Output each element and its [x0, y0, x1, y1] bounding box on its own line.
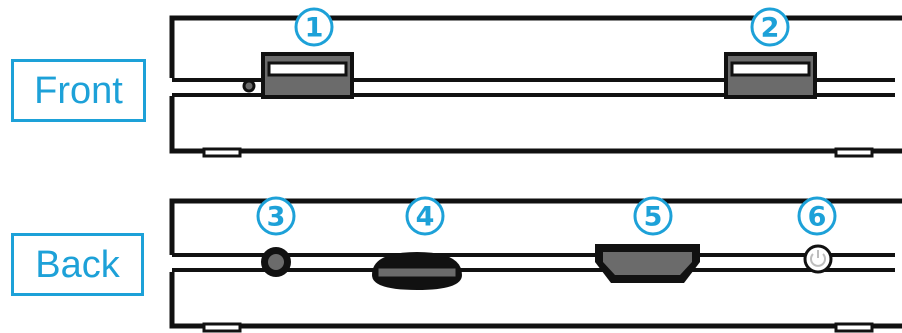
- front-panel-bottom: [169, 96, 902, 154]
- callout-2: 2: [750, 7, 790, 47]
- back-foot-left: [202, 322, 242, 333]
- power-button-icon: [803, 244, 833, 274]
- callout-5-label: 5: [644, 202, 663, 233]
- front-foot-left: [202, 147, 242, 158]
- front-foot-right: [834, 147, 874, 158]
- callout-6-label: 6: [808, 202, 827, 233]
- front-panel-top: [169, 15, 902, 78]
- callout-1-label: 1: [305, 13, 324, 44]
- callout-3: 3: [256, 196, 296, 236]
- callout-2-label: 2: [761, 13, 780, 44]
- sd-card-slot-icon: [372, 252, 462, 290]
- hdmi-port-icon: [595, 244, 700, 283]
- callout-6: 6: [797, 196, 837, 236]
- back-label: Back: [11, 233, 144, 296]
- callout-4-label: 4: [416, 202, 435, 233]
- usb-port-icon: [724, 52, 817, 99]
- usb-port-icon: [261, 52, 354, 99]
- front-label: Front: [11, 59, 146, 122]
- led-indicator-icon: [242, 79, 256, 93]
- back-panel-bottom: [169, 272, 902, 329]
- callout-4: 4: [405, 196, 445, 236]
- audio-jack-icon: [261, 247, 291, 277]
- callout-1: 1: [294, 7, 334, 47]
- back-label-text: Back: [35, 243, 120, 286]
- front-panel: [169, 15, 902, 158]
- callout-5: 5: [633, 196, 673, 236]
- front-label-text: Front: [34, 69, 123, 112]
- callout-3-label: 3: [267, 202, 286, 233]
- back-foot-right: [834, 322, 874, 333]
